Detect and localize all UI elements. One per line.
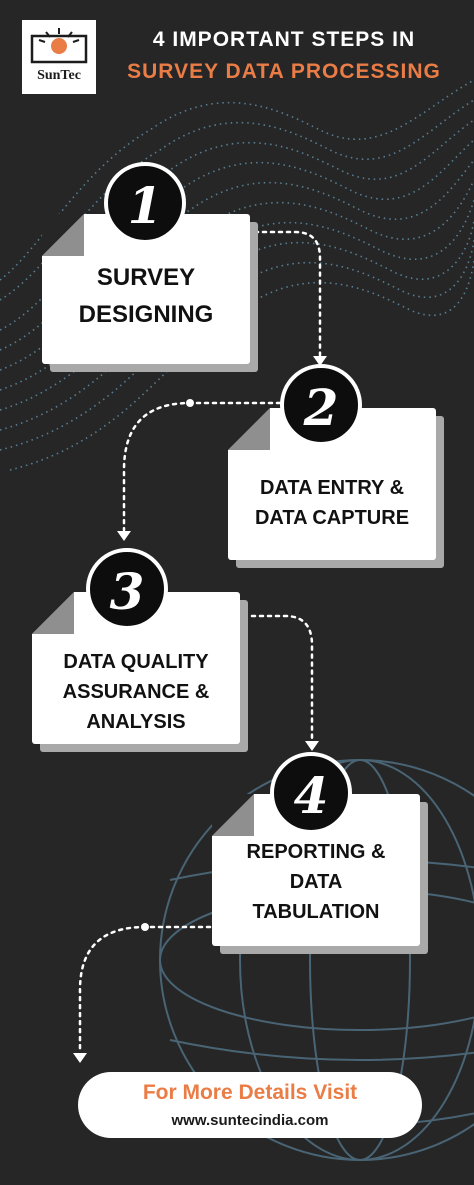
arrowhead-2 (117, 531, 131, 541)
logo-text: SunTec (37, 68, 81, 83)
step-3-line3: ANALYSIS (86, 711, 186, 733)
step-4-number-badge: 4 (270, 752, 352, 834)
step-1-line2: DESIGNING (78, 300, 214, 328)
sun-logo-icon (30, 28, 88, 64)
step-4-line1: REPORTING & (246, 841, 386, 863)
step-1-label: SURVEY DESIGNING (52, 264, 240, 330)
page-title-line1: 4 IMPORTANT STEPS IN (152, 28, 416, 51)
step-3-number-badge: 3 (86, 548, 168, 630)
card-fold-corner (228, 408, 270, 450)
card-fold-corner (212, 794, 254, 836)
step-4-label: REPORTING & DATA TABULATION (222, 840, 410, 924)
step-4-line3: TABULATION (252, 901, 380, 923)
step-card-2: DATA ENTRY & DATA CAPTURE (228, 408, 436, 560)
arrowhead-4 (73, 1053, 87, 1063)
arrow-dot-4 (141, 923, 149, 931)
step-2-number-badge: 2 (280, 364, 362, 446)
arrowhead-1 (313, 356, 327, 366)
arrowhead-3 (305, 741, 319, 751)
suntec-logo: SunTec (22, 20, 96, 94)
step-1-line1: SURVEY (96, 264, 196, 291)
step-1-number-badge: 1 (104, 162, 186, 244)
connector-2-3 (122, 401, 282, 532)
arrow-dot-2 (186, 399, 194, 407)
step-2-line1: DATA ENTRY & (259, 477, 405, 499)
cta-title: For More Details Visit (142, 1081, 358, 1104)
connector-3-4 (250, 614, 314, 742)
card-fold-corner (32, 592, 74, 634)
website-link[interactable]: www.suntecindia.com (171, 1112, 329, 1129)
card-fold-corner (42, 214, 84, 256)
cta-pill[interactable]: For More Details Visit www.suntecindia.c… (78, 1072, 422, 1138)
step-3-line2: ASSURANCE & (62, 681, 210, 703)
page-title-line2: SURVEY DATA PROCESSING (127, 60, 441, 83)
step-2-line2: DATA CAPTURE (254, 507, 410, 529)
connector-4-cta (78, 925, 212, 1054)
step-3-label: DATA QUALITY ASSURANCE & ANALYSIS (42, 650, 230, 734)
step-2-label: DATA ENTRY & DATA CAPTURE (238, 476, 426, 530)
step-3-line1: DATA QUALITY (63, 651, 209, 673)
step-4-line2: DATA (289, 871, 343, 893)
connector-1-2 (253, 230, 322, 357)
